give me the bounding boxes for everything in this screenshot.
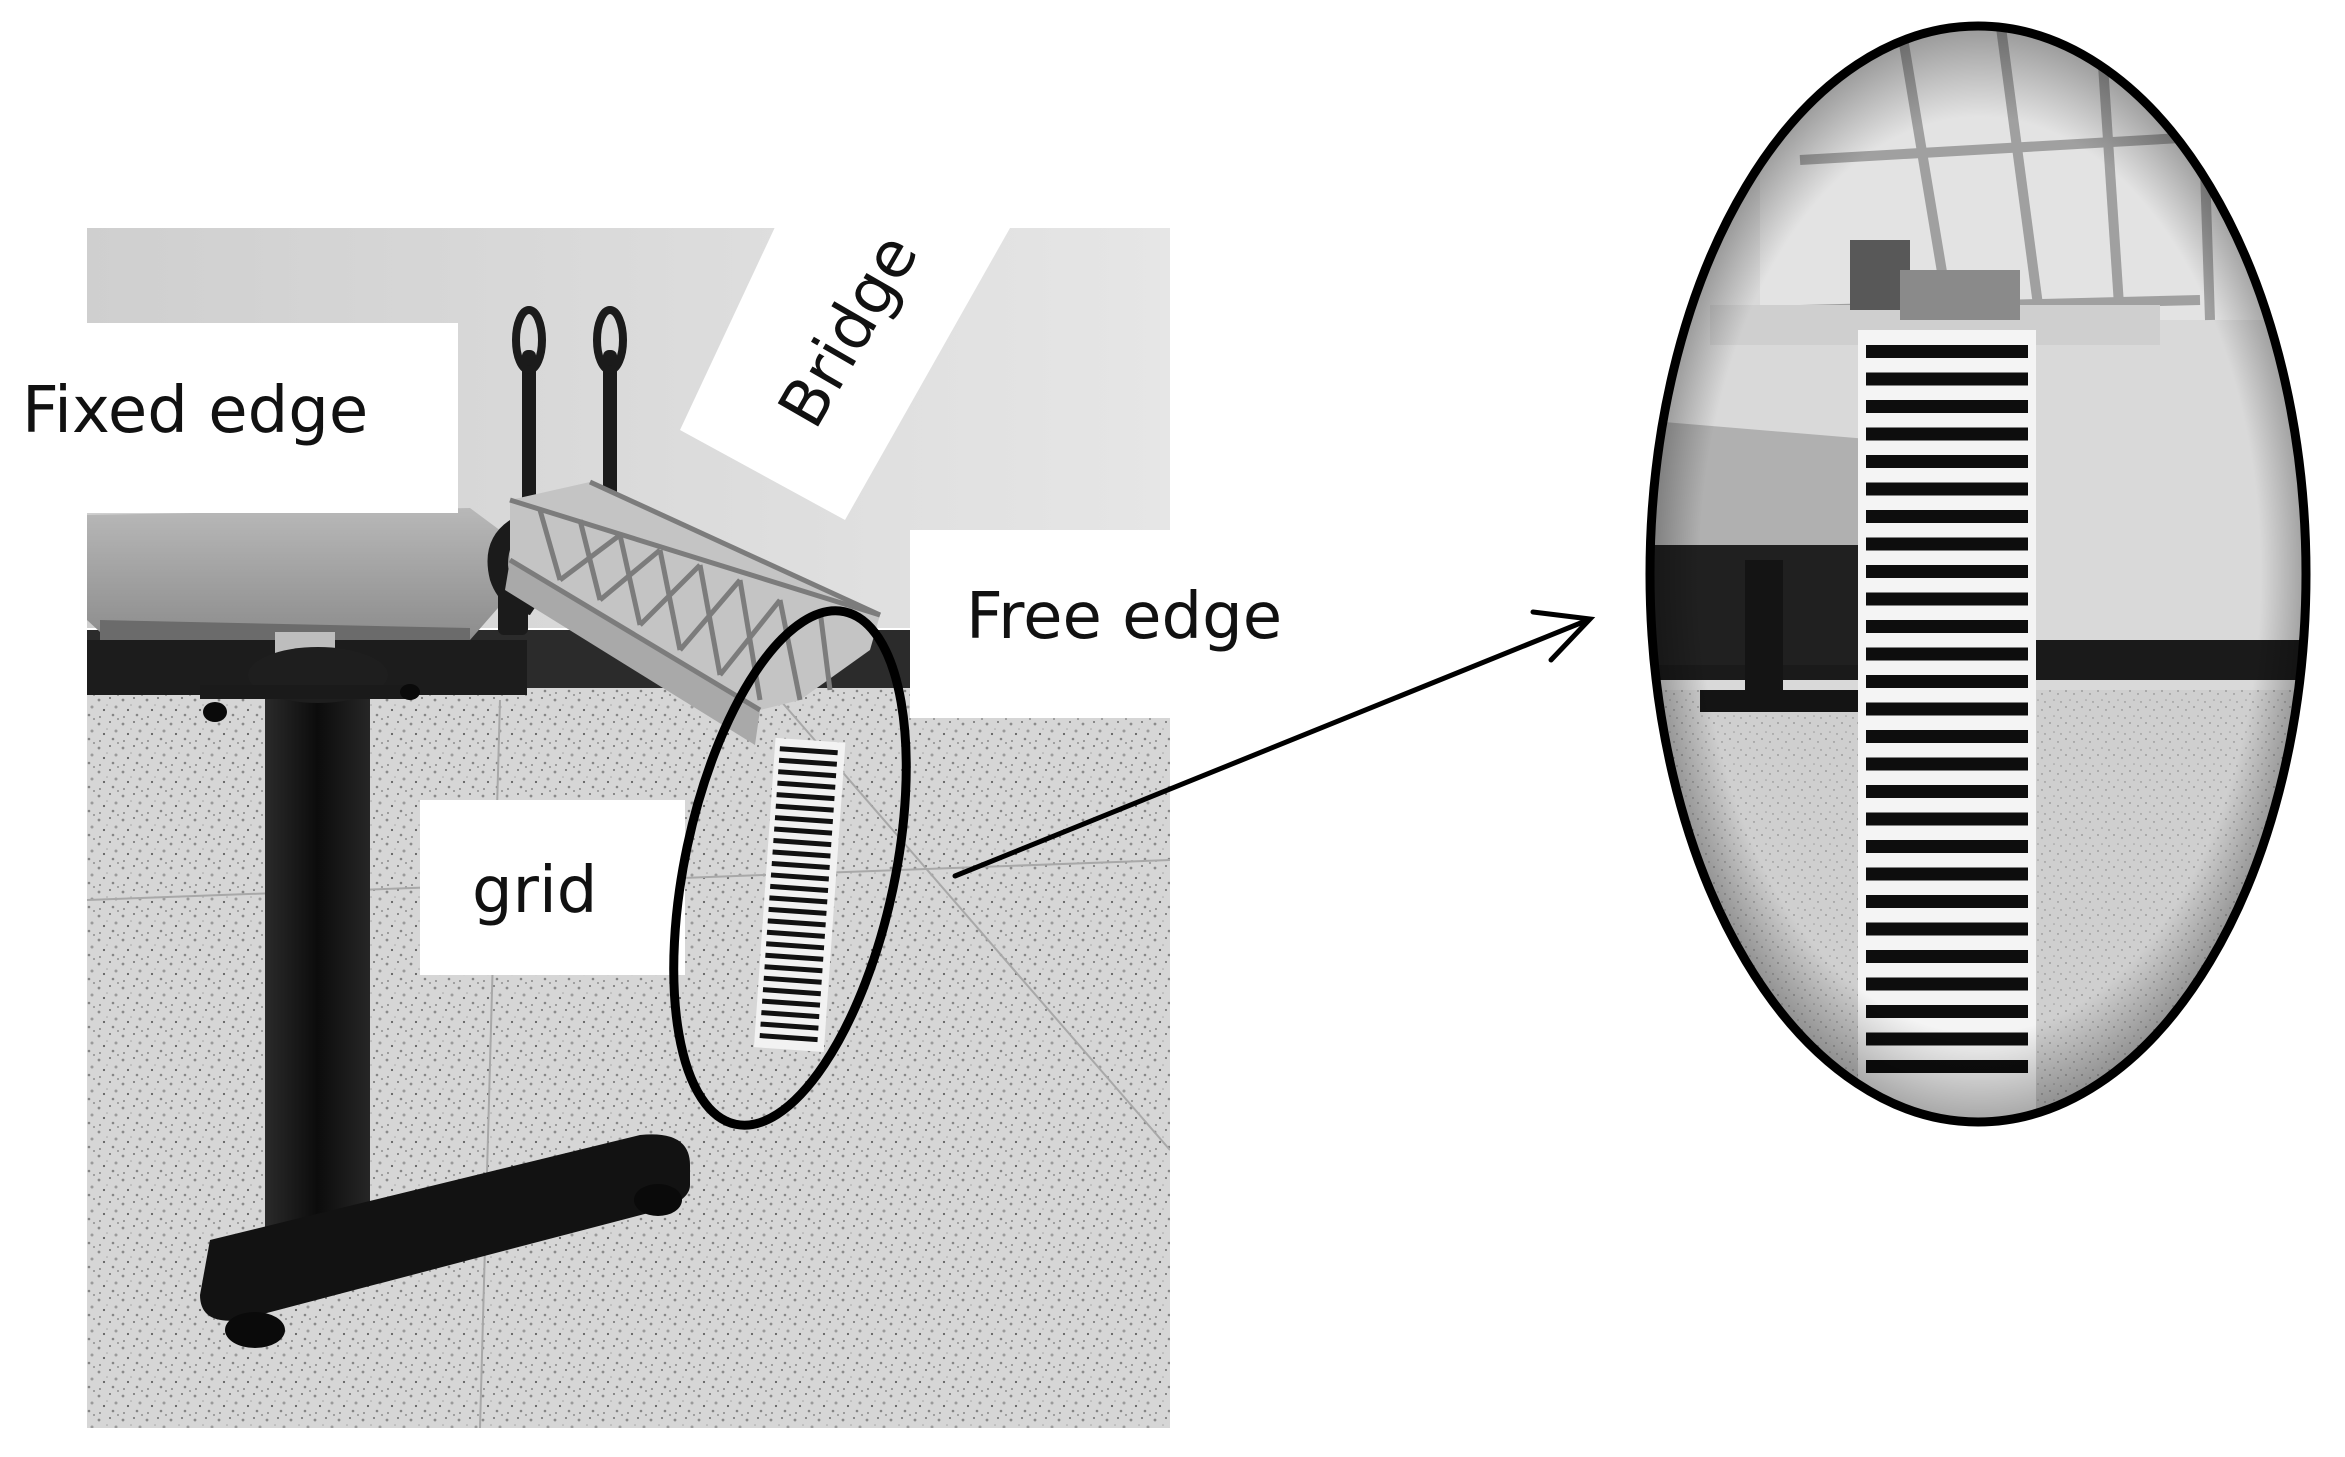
grid-bar (778, 757, 838, 767)
grid-label-box (420, 800, 685, 975)
rear-castor-2 (400, 684, 420, 700)
grid-highlight-ellipse (669, 606, 911, 1130)
grid-bar (768, 906, 827, 916)
grid-label: grid (472, 854, 597, 928)
castor-back (634, 1184, 682, 1216)
grid-bar (778, 769, 837, 779)
grid-bar (774, 815, 834, 825)
grid-bar (773, 838, 832, 848)
grid-bar (771, 860, 830, 871)
grid-bar (765, 952, 824, 962)
truss-bridge (505, 479, 882, 745)
grid-bar (759, 1033, 818, 1043)
grid-bar (763, 975, 822, 985)
inset-magnified-view (1650, 26, 2306, 1122)
grid-bar (760, 1021, 819, 1031)
bridge-label-box (680, 195, 1010, 520)
grid-bar (777, 780, 836, 790)
grid-bar (769, 895, 828, 905)
fixed-edge-label: Fixed edge (22, 374, 368, 448)
table-leg (265, 665, 370, 1265)
grid-bar (764, 964, 823, 974)
grid-bar (772, 849, 831, 859)
grid-bar (775, 803, 834, 813)
free-edge-label: Free edge (966, 580, 1282, 654)
grid-bar (770, 872, 830, 882)
grid-bar (765, 941, 825, 951)
castor-front (225, 1312, 285, 1348)
grid-bar (766, 929, 826, 939)
clamps (487, 306, 627, 635)
rear-foot (200, 685, 410, 699)
grid-bar (776, 792, 835, 802)
fixed-edge-label-box (0, 323, 458, 513)
zoom-arrow (952, 609, 1596, 879)
table-top (87, 508, 540, 640)
grid-bar (761, 1010, 820, 1020)
table-base (200, 1134, 690, 1321)
rear-castor (203, 702, 227, 722)
grid-bar (774, 826, 833, 836)
grid-bar (761, 998, 821, 1008)
grid-small (753, 737, 846, 1053)
grid-bar (767, 918, 826, 928)
grid-bar (779, 746, 838, 756)
grid-bar (762, 987, 821, 997)
grid-bar (770, 883, 829, 893)
free-edge-label-box (910, 530, 1320, 718)
inset-outline-ellipse (1645, 21, 2311, 1127)
